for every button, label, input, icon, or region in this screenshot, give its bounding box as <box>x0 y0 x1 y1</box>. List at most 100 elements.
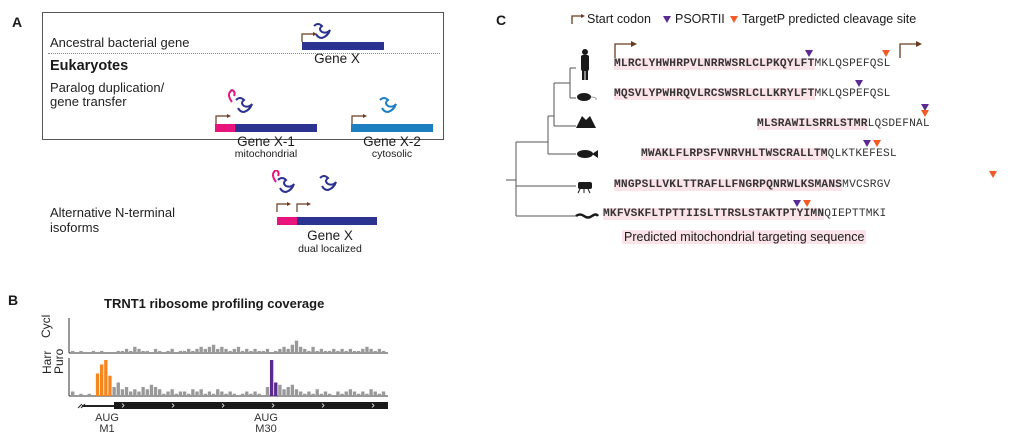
legend-psort-icon <box>663 16 671 23</box>
coverage-bar-cyclo <box>170 348 174 354</box>
gene-x1-mts-bar <box>215 124 235 132</box>
protein-icon <box>277 177 295 194</box>
coverage-bar-cyclo <box>120 350 125 353</box>
gene-x1-sub: mitochondrial <box>234 148 298 160</box>
coverage-bar-harr-puro <box>369 389 373 396</box>
targetp-site-frog <box>921 110 929 117</box>
cds-direction-icon <box>221 403 225 408</box>
coverage-bar-cyclo <box>332 348 336 354</box>
coverage-bar-cyclo <box>369 348 373 354</box>
mts-highlight: MWAKLFLRPSFVNRVHLTWSCRALLTM <box>641 148 828 160</box>
coverage-bar-cyclo <box>294 340 299 354</box>
sequence-human: MLRCLYHWHRPVLNRRWSRLCLPKQYLFTMKLQSPEFQSL <box>614 58 891 70</box>
coverage-bar-cyclo <box>141 350 145 353</box>
mts-highlight: MNGPSLLVKLTTRAFLLFNGRPQNRWLKSMANS <box>614 179 843 191</box>
ancestral-gene-name: Gene X <box>314 51 360 66</box>
psort-site-worm <box>793 200 801 207</box>
coverage-bar-harr-puro <box>79 393 83 396</box>
coverage-bar-harr-puro <box>373 391 377 396</box>
gene-x1-diagram <box>215 88 253 124</box>
coverage-bar-harr-puro <box>269 360 274 396</box>
legend-targetp-label: TargetP predicted cleavage site <box>742 12 917 26</box>
start-arrow-icon <box>296 203 308 212</box>
cds-bar <box>114 402 388 409</box>
coverage-bar-cyclo <box>303 348 307 354</box>
coverage-bar-harr-puro <box>323 391 328 396</box>
mts-footer-label: Predicted mitochondrial targeting sequen… <box>622 230 867 244</box>
gene-x1-core-bar <box>235 124 317 132</box>
coverage-bar-cyclo <box>253 348 257 354</box>
coverage-bar-harr-puro <box>207 391 212 396</box>
coverage-bar-harr-puro <box>336 391 340 396</box>
coverage-bar-harr-puro <box>174 393 178 396</box>
coverage-bar-harr-puro <box>319 393 324 396</box>
ancestral-label: Ancestral bacterial gene <box>50 35 190 50</box>
coverage-bar-cyclo <box>137 348 141 354</box>
start-arrow-human-m1 <box>614 41 637 58</box>
phylogenetic-tree <box>506 49 600 219</box>
coverage-bar-cyclo <box>319 348 324 354</box>
coverage-bar-cyclo <box>240 350 245 353</box>
coverage-bar-cyclo <box>124 348 129 354</box>
coverage-bar-cyclo <box>178 350 183 353</box>
mts-highlight: MLSRAWILSRRLSTMR <box>757 118 868 130</box>
coverage-bar-harr-puro <box>265 387 270 396</box>
protein-icon <box>379 97 397 114</box>
coverage-bar-cyclo <box>311 346 315 353</box>
legend-start-icon <box>571 14 585 24</box>
chart-title: TRNT1 ribosome profiling coverage <box>104 296 325 311</box>
gene-x2-name: Gene X-2 <box>363 134 421 149</box>
coverage-bar-harr-puro <box>340 393 344 396</box>
targetp-site-insect <box>989 171 997 178</box>
coverage-bar-harr-puro <box>381 391 386 396</box>
coverage-bar-harr-puro <box>286 387 290 396</box>
sequence-fish: MWAKLFLRPSFVNRVHLTWSCRALLTMQLKTKEFESL <box>641 148 897 160</box>
psort-site-mouse <box>855 80 863 87</box>
coverage-bar-cyclo <box>257 350 261 353</box>
coverage-bar-harr-puro <box>356 393 361 396</box>
coverage-bar-harr-puro <box>232 393 236 396</box>
coverage-bar-harr-puro <box>162 393 166 396</box>
mts-highlight: MKFVSKFLTPTTIISLTTRSLSTAKTPTYIMN <box>603 208 825 220</box>
mts-highlight: MLRCLYHWHRPVLNRRWSRLCLPKQYLFT <box>614 58 815 70</box>
coverage-bar-harr-puro <box>108 375 112 396</box>
coverage-bar-harr-puro <box>182 391 187 396</box>
paralog-label-1: Paralog duplication/ <box>50 80 165 95</box>
coverage-bar-harr-puro <box>199 389 203 396</box>
coverage-bar-harr-puro <box>112 387 116 396</box>
start-arrow-icon <box>215 115 228 124</box>
aug-m30-label: AUG <box>254 412 278 424</box>
cds-direction-icon <box>121 403 125 408</box>
sequence-rest: QIEPTTMKI <box>824 208 887 220</box>
cds-direction-icon <box>271 403 275 408</box>
panel-b-letter: B <box>8 292 19 308</box>
coverage-bar-cyclo <box>224 348 228 354</box>
dual-gene-name: Gene X <box>307 228 353 243</box>
frog-icon <box>576 116 596 128</box>
coverage-bar-harr-puro <box>253 391 257 396</box>
coverage-bar-cyclo <box>153 348 158 354</box>
coverage-bar-cyclo <box>274 350 278 353</box>
cds-direction-icon <box>171 403 175 408</box>
coverage-bar-harr-puro <box>257 393 261 396</box>
coverage-bar-cyclo <box>348 348 353 354</box>
coverage-bar-harr-puro <box>137 391 141 396</box>
coverage-bar-harr-puro <box>282 389 286 396</box>
coverage-bar-harr-puro <box>141 387 145 396</box>
targetp-site-human <box>882 50 890 57</box>
divider <box>48 53 440 54</box>
coverage-bar-harr-puro <box>187 393 191 396</box>
dual-core-bar <box>297 217 377 225</box>
coverage-bar-harr-puro <box>274 382 278 396</box>
coverage-bar-harr-puro <box>149 384 154 396</box>
coverage-bar-cyclo <box>361 348 365 354</box>
sequence-frog: MLSRAWILSRRLSTMRLQSDEFNAL <box>757 118 930 130</box>
coverage-bar-cyclo <box>278 348 282 354</box>
coverage-bar-harr-puro <box>352 391 357 396</box>
coverage-bar-cyclo <box>381 350 386 353</box>
coverage-bar-harr-puro <box>361 391 365 396</box>
track-label-harr: Harr <box>40 351 54 374</box>
coverage-bar-harr-puro <box>120 389 125 396</box>
coverage-bar-harr-puro <box>95 373 100 396</box>
psort-site-frog <box>921 104 929 111</box>
